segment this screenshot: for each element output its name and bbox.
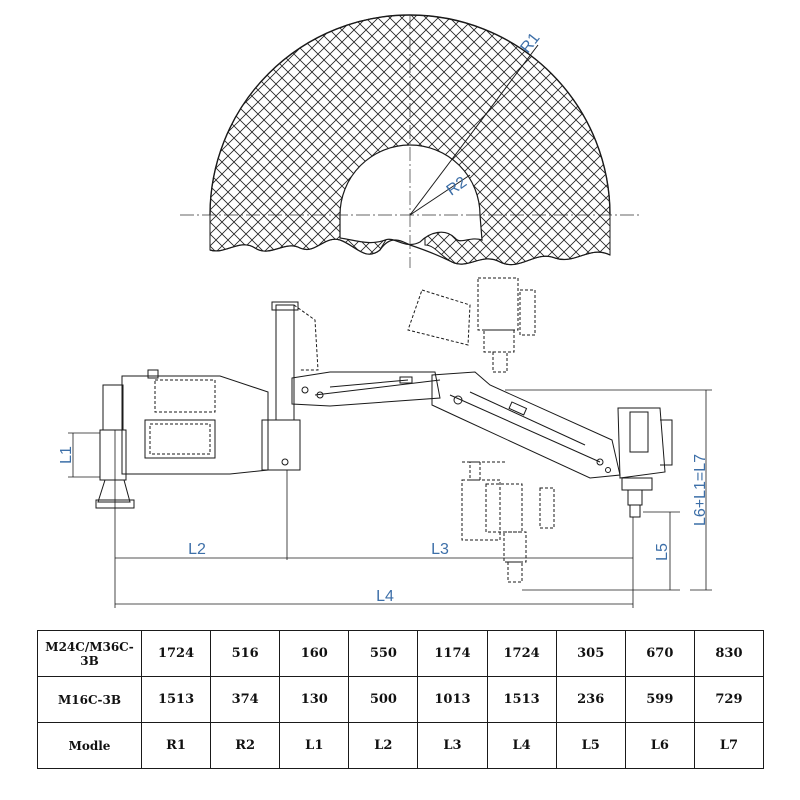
table-cell: 236 — [555, 676, 626, 723]
table-row: M16C-3B 1513 374 130 500 1013 1513 236 5… — [37, 676, 765, 723]
table-cell: 1513 — [140, 676, 212, 723]
table-cell: 1724 — [486, 630, 557, 677]
table-cell: 1013 — [417, 676, 488, 723]
table-cell: L1 — [279, 722, 350, 769]
row-label: Modle — [37, 722, 142, 769]
tapping-head — [617, 407, 666, 479]
l6-l1-l7-label: L6+L1=L7 — [692, 454, 709, 526]
base-post — [102, 384, 124, 431]
table-cell: L2 — [348, 722, 419, 769]
table-cell: 670 — [624, 630, 695, 677]
table-row: M24C/M36C-3B 1724 516 160 550 1174 1724 … — [37, 630, 765, 677]
table-cell: 1513 — [486, 676, 557, 723]
table-cell: R2 — [210, 722, 281, 769]
table-cell: R1 — [140, 722, 212, 769]
table-cell: L4 — [486, 722, 557, 769]
l4-label: L4 — [376, 588, 394, 605]
working-area-diagram: R1 R2 — [180, 14, 640, 268]
arm-dimension-drawing: R1 R2 — [58, 14, 712, 608]
l3-label: L3 — [431, 541, 449, 558]
alternate-head-positions — [407, 277, 555, 583]
second-arm-segment — [431, 371, 621, 479]
table-cell: L5 — [555, 722, 626, 769]
table-cell: 305 — [555, 630, 626, 677]
table-cell: 516 — [210, 630, 281, 677]
table-row: Modle R1 R2 L1 L2 L3 L4 L5 L6 L7 — [37, 722, 765, 769]
row-label: M16C-3B — [37, 676, 142, 723]
dimension-lines — [68, 389, 712, 608]
table-cell: 500 — [348, 676, 419, 723]
table-cell: 550 — [348, 630, 419, 677]
table-cell: 374 — [210, 676, 281, 723]
table-cell: 1174 — [417, 630, 488, 677]
table-cell: 130 — [279, 676, 350, 723]
row-label: M24C/M36C-3B — [37, 630, 142, 677]
table-cell: 729 — [693, 676, 765, 723]
tapping-arm-machine — [95, 277, 673, 583]
table-cell: L7 — [693, 722, 765, 769]
vertical-joint-post — [275, 304, 295, 421]
main-arm-body — [121, 375, 269, 475]
table-cell: 1724 — [140, 630, 212, 677]
l1-label: L1 — [58, 446, 75, 464]
table-cell: 160 — [279, 630, 350, 677]
table-cell: 599 — [624, 676, 695, 723]
l2-label: L2 — [188, 541, 206, 558]
spec-table: M24C/M36C-3B 1724 516 160 550 1174 1724 … — [37, 630, 765, 769]
l5-label: L5 — [654, 543, 671, 561]
table-cell: L3 — [417, 722, 488, 769]
first-arm-segment — [291, 371, 441, 407]
table-cell: 830 — [693, 630, 765, 677]
table-cell: L6 — [624, 722, 695, 769]
